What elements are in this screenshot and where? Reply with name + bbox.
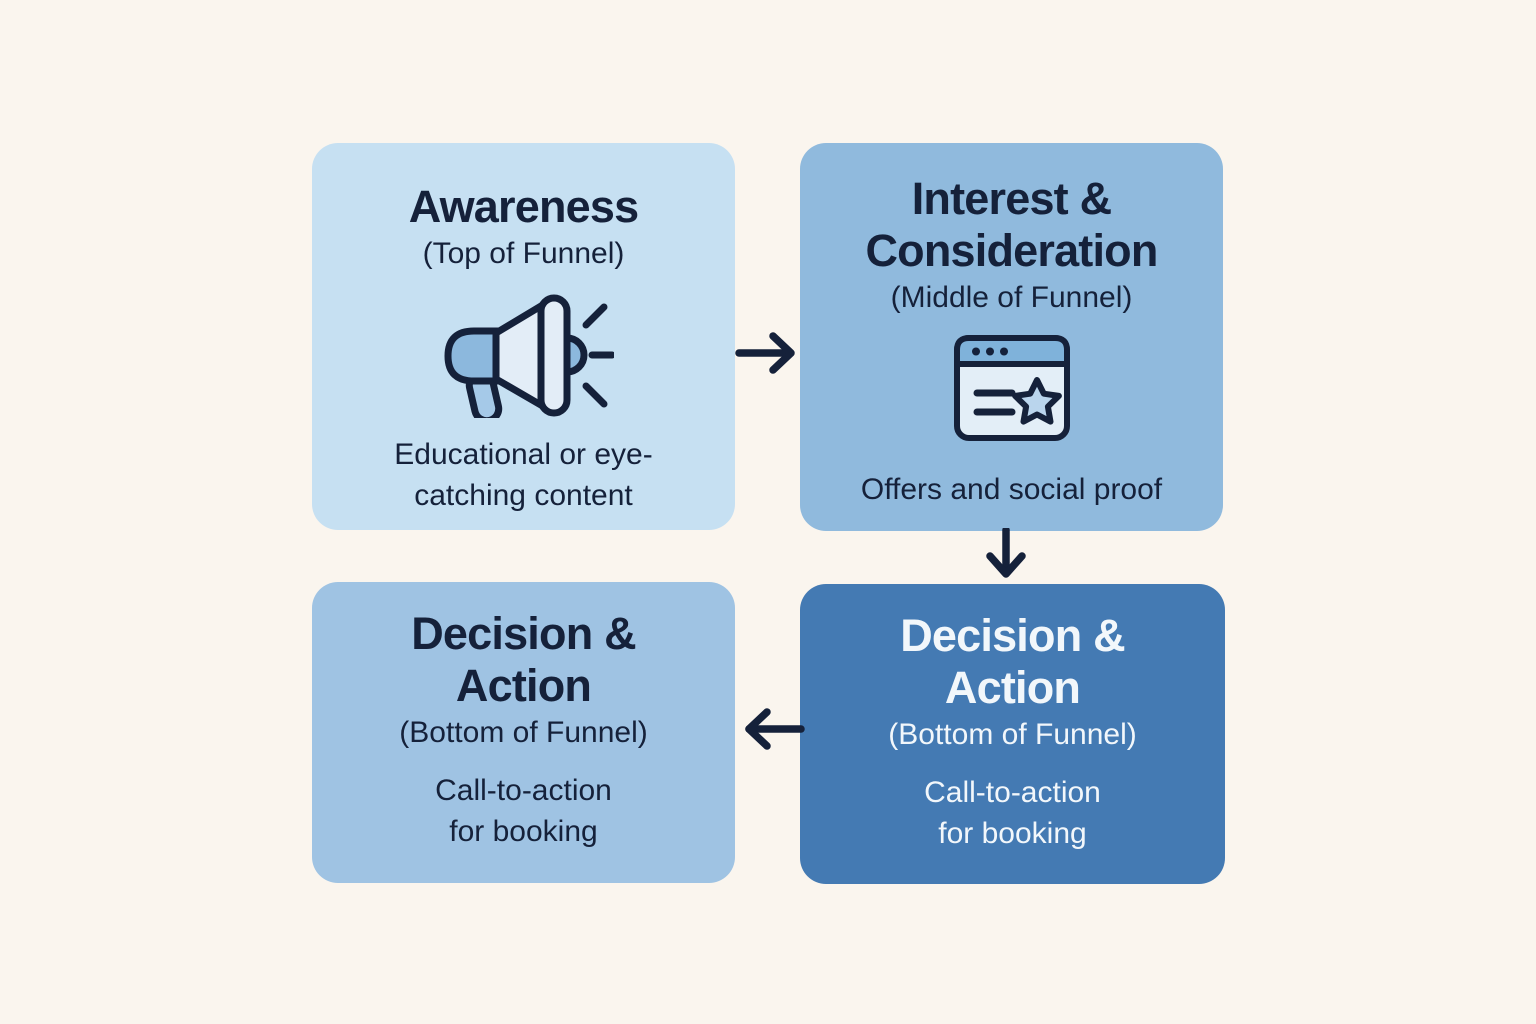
stage-interest-title: Interest & Consideration (865, 173, 1158, 277)
arrow-left-icon (745, 708, 805, 750)
stage-interest-subtitle: (Middle of Funnel) (890, 281, 1133, 315)
stage-decision-right-subtitle: (Bottom of Funnel) (888, 718, 1137, 752)
megaphone-icon (444, 294, 614, 418)
stage-interest-consideration: Interest & Consideration (Middle of Funn… (800, 143, 1223, 531)
arrow-down-icon (986, 528, 1026, 578)
stage-decision-left-subtitle: (Bottom of Funnel) (399, 716, 648, 750)
arrow-right-icon (735, 332, 795, 374)
stage-decision-right-title: Decision & Action (900, 610, 1125, 714)
stage-awareness-title: Awareness (408, 181, 639, 232)
stage-interest-description: Offers and social proof (860, 472, 1163, 506)
stage-decision-action-left: Decision & Action (Bottom of Funnel) Cal… (312, 582, 735, 883)
stage-decision-right-description: Call-to-action for booking (924, 775, 1101, 851)
stage-decision-action-right: Decision & Action (Bottom of Funnel) Cal… (800, 584, 1225, 884)
browser-star-icon (953, 334, 1070, 441)
stage-awareness-description: Educational or eye- catching content (394, 437, 653, 513)
stage-awareness: Awareness (Top of Funnel) Educational or… (312, 143, 735, 530)
stage-awareness-subtitle: (Top of Funnel) (422, 237, 625, 271)
stage-decision-left-title: Decision & Action (411, 608, 636, 712)
stage-decision-left-description: Call-to-action for booking (435, 773, 612, 849)
